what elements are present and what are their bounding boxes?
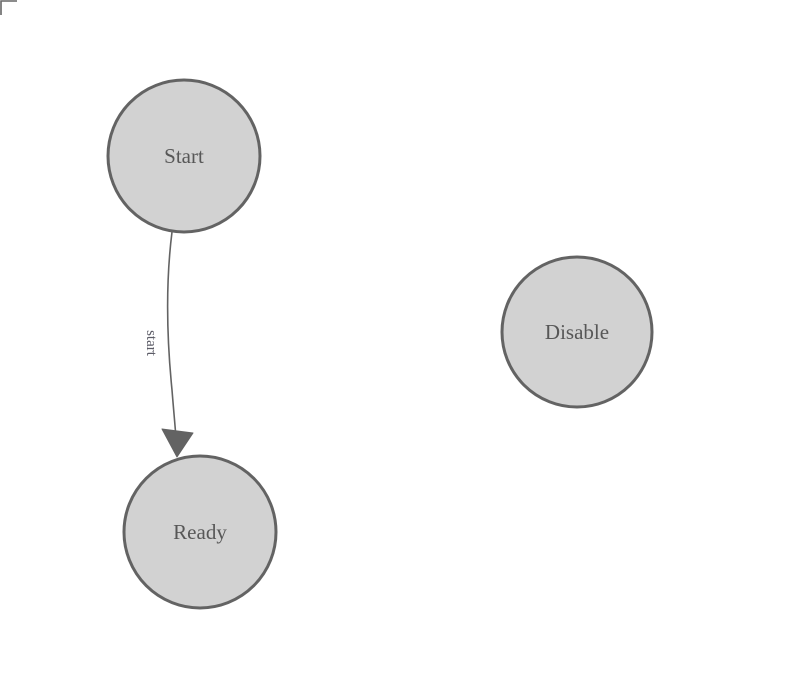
crop-corner-bracket-icon xyxy=(0,0,17,15)
edge-start-to-ready[interactable]: start xyxy=(143,231,194,458)
state-node-start-circle xyxy=(106,78,262,234)
state-node-ready-circle xyxy=(122,454,278,610)
edges-layer: start xyxy=(143,231,194,458)
state-node-disable-circle xyxy=(500,255,654,409)
edge-line xyxy=(166,231,178,453)
edge-label-start: start xyxy=(143,330,159,357)
arrowhead-icon xyxy=(161,428,194,458)
state-node-ready[interactable]: Ready xyxy=(122,454,278,610)
state-node-start[interactable]: Start xyxy=(106,78,262,234)
nodes-layer: Start Ready Disable xyxy=(106,78,654,610)
state-node-disable[interactable]: Disable xyxy=(500,255,654,409)
